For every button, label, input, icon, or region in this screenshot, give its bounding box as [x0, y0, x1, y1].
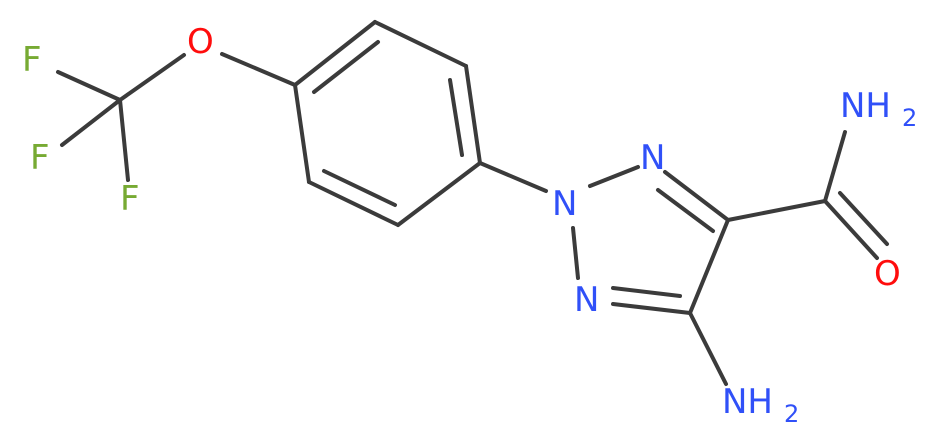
bond-amide-c-nh2 — [823, 130, 847, 203]
atom-labels: F F F O N N N NH 2 NH 2 O — [22, 22, 917, 428]
triazole-n1-c4-inner — [656, 188, 715, 233]
ring-bond-3 — [464, 64, 482, 165]
triazole-c4-c5 — [688, 218, 730, 315]
triazole-c5-n3 — [611, 302, 692, 315]
triazole-n3-n2 — [571, 226, 580, 280]
amide-nh2-group: NH 2 — [840, 86, 917, 132]
fluorine-atom-top: F — [22, 40, 42, 80]
ring-bond-1 — [293, 20, 377, 87]
triazole-n1-c4 — [663, 170, 730, 222]
bond-c5-nh2 — [688, 311, 728, 386]
amino-nh2-subscript: 2 — [784, 400, 799, 428]
ring-bond-6 — [293, 83, 311, 184]
nitrogen-atom-n1: N — [640, 138, 665, 178]
fluorine-atom-left: F — [30, 138, 50, 178]
bond-ring-n2 — [478, 161, 548, 193]
ring-bond-2 — [373, 20, 468, 68]
amide-nh2-subscript: 2 — [902, 104, 917, 132]
bond-c-o-ether — [118, 53, 186, 102]
triazole-c5-n3-inner — [611, 286, 682, 298]
bond-c-f-top — [56, 70, 122, 102]
amide-nh-label: NH — [840, 86, 891, 126]
bonds — [56, 20, 889, 386]
bond-c-f-left — [60, 98, 122, 147]
bond-amide-c-o-inner — [838, 191, 889, 246]
oxygen-atom-ether: O — [187, 22, 214, 62]
bond-o-ring — [220, 52, 297, 87]
ring-bond-4 — [396, 161, 482, 227]
amino-nh2-group: NH 2 — [722, 382, 799, 428]
nitrogen-atom-n2: N — [552, 184, 577, 224]
ring-bond-1-inner — [312, 40, 380, 94]
amino-nh-label: NH — [722, 382, 773, 422]
nitrogen-atom-n3: N — [574, 280, 599, 320]
bond-amide-c-o — [823, 199, 879, 260]
ring-bond-3-inner — [448, 78, 464, 157]
ring-bond-5 — [307, 180, 400, 227]
fluorine-atom-bottom: F — [120, 179, 140, 219]
triazole-n2-n1 — [588, 165, 640, 188]
ring-bond-5-inner — [322, 169, 397, 207]
oxygen-atom-carbonyl: O — [874, 254, 901, 294]
bond-c4-amide-c — [726, 199, 827, 222]
bond-c-f-bottom — [118, 98, 130, 182]
